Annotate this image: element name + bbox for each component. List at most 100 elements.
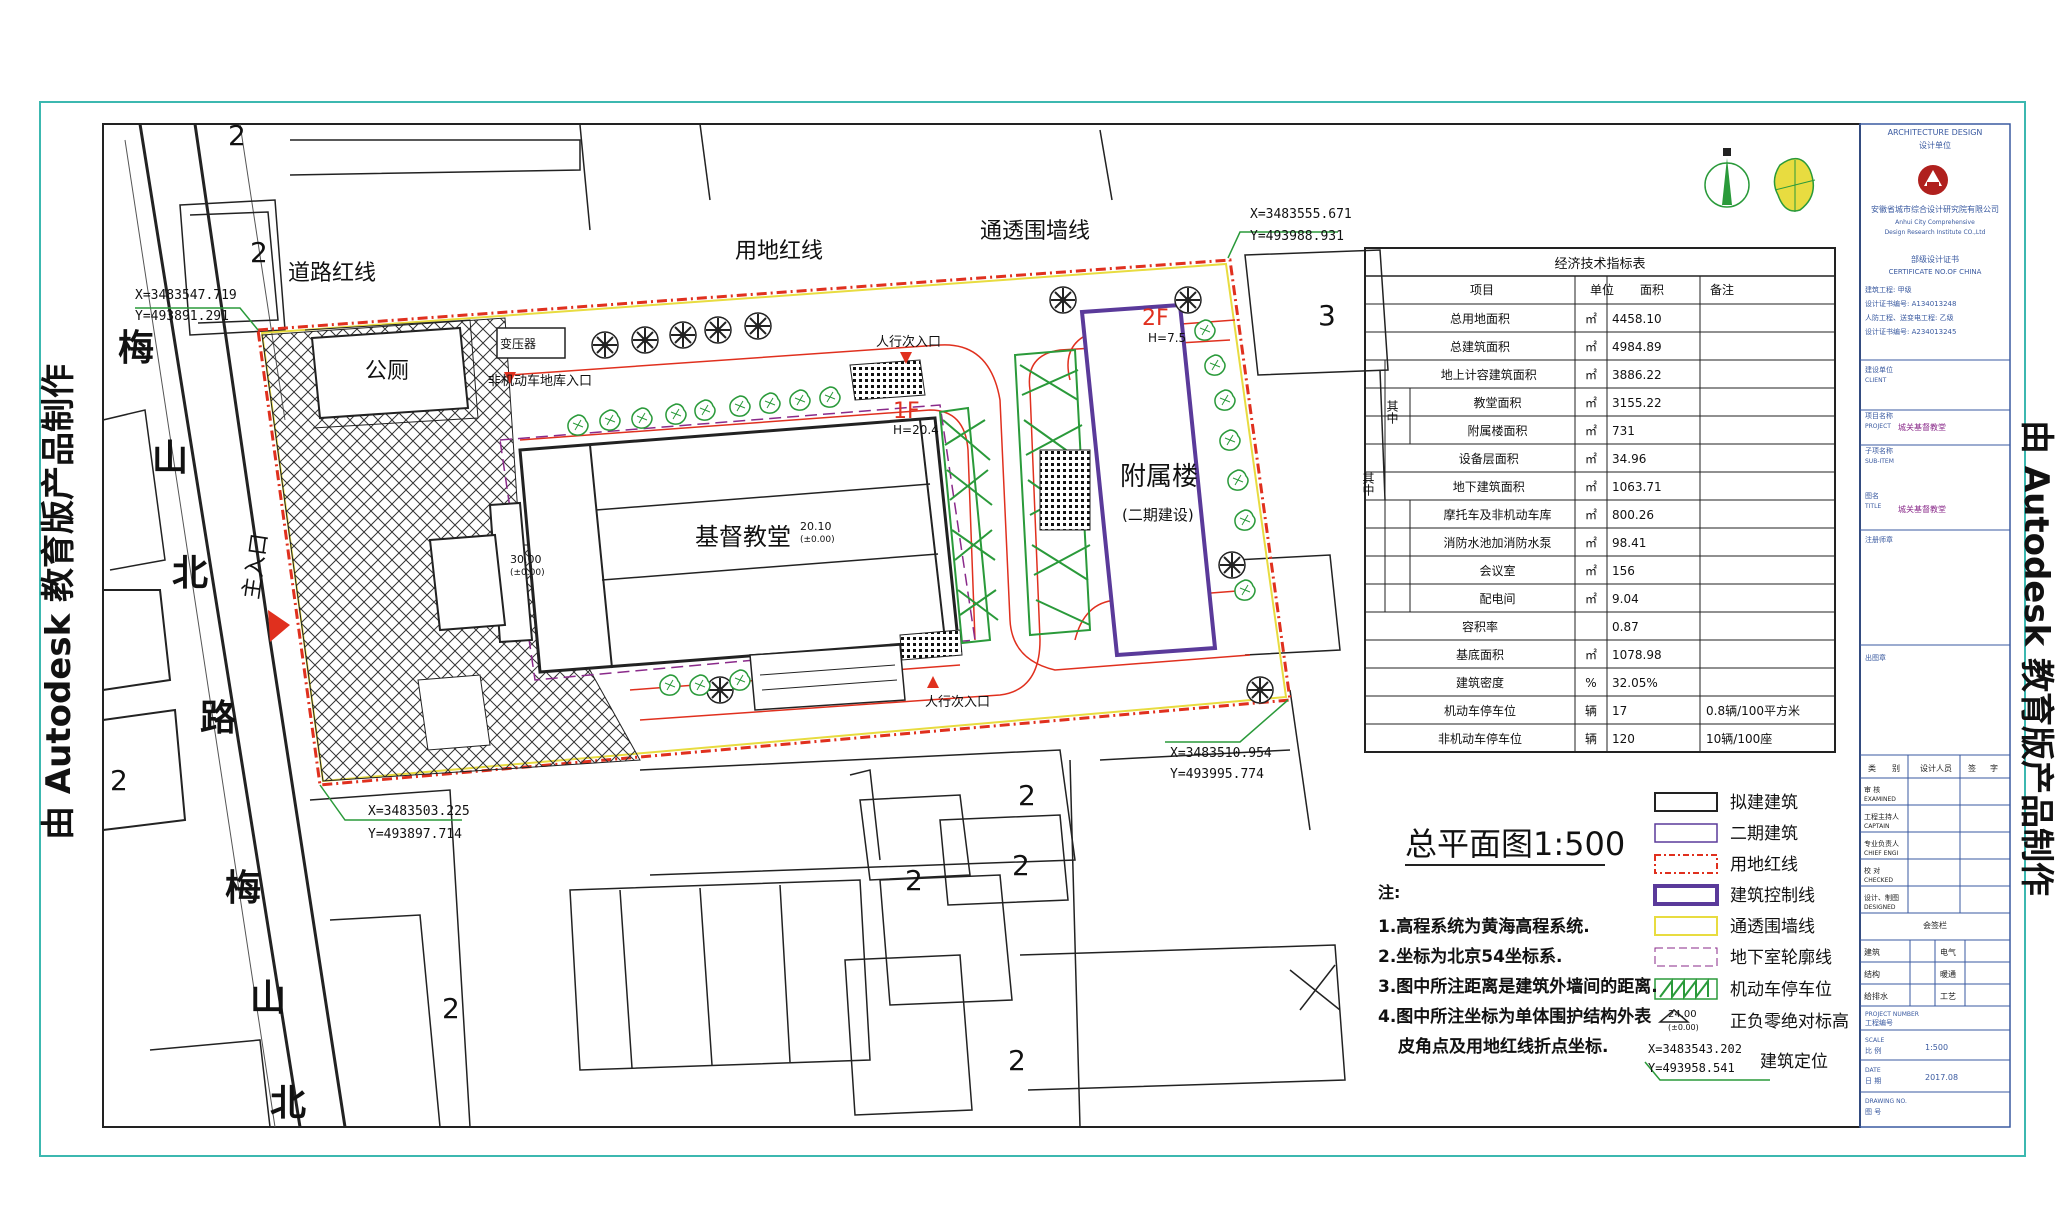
annex-note: (二期建设): [1122, 506, 1194, 524]
table-cell: 教堂面积: [1473, 395, 1521, 410]
tb-institute-en1: Anhui City Comprehensive: [1895, 219, 1975, 226]
tb-client-en: CLIENT: [1865, 377, 1887, 384]
annex-height: H=7.5: [1148, 331, 1186, 345]
table-cell: ㎡: [1585, 452, 1597, 466]
tb-subitem-en: SUB-ITEM: [1865, 458, 1894, 465]
ped-entry-top-label: 人行次入口: [876, 334, 941, 350]
table-header-cell: 单位: [1590, 282, 1614, 297]
tb-scale-value: 1:500: [1925, 1043, 1948, 1052]
tb-sig-cell: 暖通: [1940, 969, 1956, 979]
tb-drawing-value: 城关基督教堂: [1898, 504, 1946, 514]
tb-cert-en: CERTIFICATE NO.OF CHINA: [1889, 268, 1982, 276]
tb-project-number-en: PROJECT NUMBER: [1865, 1011, 1919, 1018]
legend-label: 二期建筑: [1730, 824, 1798, 844]
legend-label: 机动车停车位: [1730, 980, 1832, 1000]
north-arrow-icon: [1704, 148, 1750, 208]
church-elev: 20.10: [800, 520, 832, 533]
lot-number: 2: [110, 764, 128, 797]
watermark-right: 由 Autodesk 教育版产品制作: [2016, 420, 2056, 896]
tb-sig-cell: CHIEF ENGI: [1864, 850, 1899, 857]
legend-label: 通透围墙线: [1730, 917, 1815, 937]
road-red-line-label: 道路红线: [288, 261, 376, 286]
lot-number: 2: [1008, 1044, 1026, 1077]
tb-sig-cell: 签: [1968, 763, 1976, 773]
lot-number: 2: [905, 864, 923, 897]
tb-date-en: DATE: [1865, 1067, 1881, 1074]
tb-project-number-cn: 工程编号: [1865, 1018, 1893, 1027]
church-building: [428, 359, 963, 711]
tb-sig-cell: 给排水: [1864, 991, 1888, 1001]
tb-scale-cn: 比 例: [1865, 1046, 1881, 1055]
road-name-4: 路: [200, 698, 237, 739]
coord-y-5: Y=493958.541: [1648, 1061, 1735, 1075]
tb-countersign: 会签栏: [1923, 920, 1947, 930]
road-name-2: 山: [152, 438, 188, 479]
tb-sig-cell: 校 对: [1864, 866, 1880, 875]
table-cell: ㎡: [1585, 312, 1597, 326]
ped-entry-bottom-label: 人行次入口: [925, 694, 990, 710]
tb-design-unit: 设计单位: [1919, 140, 1951, 150]
table-cell: 非机动车停车位: [1438, 731, 1522, 746]
porch-elev: 30.00: [510, 553, 542, 566]
table-cell: 机动车停车位: [1444, 703, 1516, 718]
legend-label: 建筑控制线: [1730, 886, 1815, 906]
coord-x-5: X=3483543.202: [1648, 1042, 1742, 1056]
table-cell: 4458.10: [1612, 312, 1662, 326]
coord-y-1: Y=493891.291: [135, 309, 229, 324]
lot-number: 2: [1012, 849, 1030, 882]
transformer-label: 变压器: [500, 336, 536, 351]
table-cell: 800.26: [1612, 508, 1654, 522]
road-name-1: 梅: [118, 328, 154, 369]
tb-sig-cell: 专业负责人: [1864, 839, 1899, 848]
ped-entry-bottom-arrow: [927, 676, 939, 688]
tb-date-cn: 日 期: [1865, 1077, 1881, 1085]
tb-drawing-cn: 图名: [1865, 491, 1879, 500]
legend-label: 拟建建筑: [1730, 793, 1798, 813]
legend-elev: 24.00: [1668, 1009, 1697, 1020]
institute-logo-icon: [1918, 165, 1948, 195]
table-cell: ㎡: [1585, 564, 1597, 578]
boundary-label: 用地红线: [735, 239, 823, 264]
table-cell: 0.87: [1612, 620, 1639, 634]
table-cell: 17: [1612, 704, 1627, 718]
tb-reg-stamp: 注册师章: [1865, 535, 1893, 544]
coord-x-3: X=3483510.954: [1170, 746, 1272, 761]
tb-drawing-no-cn: 图 号: [1865, 1108, 1881, 1116]
watermark-left: 由 Autodesk 教育版产品制作: [39, 364, 79, 840]
table-cell: 4984.89: [1612, 340, 1662, 354]
legend-label: 用地红线: [1730, 855, 1798, 875]
lot-number: 3: [1318, 299, 1336, 332]
table-group-label: 其中: [1361, 472, 1375, 496]
church-height: H=20.4: [893, 423, 939, 437]
table-cell: ㎡: [1585, 396, 1597, 410]
table-cell: ㎡: [1585, 480, 1597, 494]
tb-sig-cell: DESIGNED: [1864, 904, 1896, 911]
road-name-5: 梅: [225, 868, 261, 909]
table-cell: 1078.98: [1612, 648, 1662, 662]
coord-x-1: X=3483547.719: [135, 288, 237, 303]
table-cell: 消防水池加消防水泵: [1443, 535, 1551, 550]
table-cell: 会议室: [1479, 563, 1515, 578]
table-cell: 辆: [1585, 704, 1597, 718]
tb-date-value: 2017.08: [1925, 1073, 1958, 1082]
table-cell: 120: [1612, 732, 1635, 746]
coord-y-3: Y=493995.774: [1170, 767, 1264, 782]
legend-label: 正负零绝对标高: [1730, 1012, 1849, 1032]
table-cell: 地下建筑面积: [1453, 479, 1525, 494]
tb-cert-line: 设计证书编号: A134013248: [1865, 299, 1956, 308]
note-2: 2.坐标为北京54坐标系.: [1378, 946, 1562, 967]
tb-institute-cn: 安徽省城市综合设计研究院有限公司: [1871, 204, 1999, 214]
annex-name: 附属楼: [1120, 462, 1198, 492]
table-cell: ㎡: [1585, 648, 1597, 662]
legend-swatches: [1653, 792, 1719, 1023]
ped-entry-top-arrow: [900, 352, 912, 364]
table-cell: 98.41: [1612, 536, 1646, 550]
table-cell: 731: [1612, 424, 1635, 438]
table-cell: %: [1585, 676, 1596, 690]
garage-entry-label: 非机动车地库入口: [488, 373, 592, 389]
table-cell: 地上计容建筑面积: [1441, 367, 1537, 382]
tb-subitem-cn: 子项名称: [1865, 446, 1893, 455]
note-3: 3.图中所注距离是建筑外墙间的距离.: [1378, 976, 1658, 997]
tb-design-unit-en: ARCHITECTURE DESIGN: [1888, 128, 1983, 137]
road-name-7: 北: [270, 1083, 306, 1124]
